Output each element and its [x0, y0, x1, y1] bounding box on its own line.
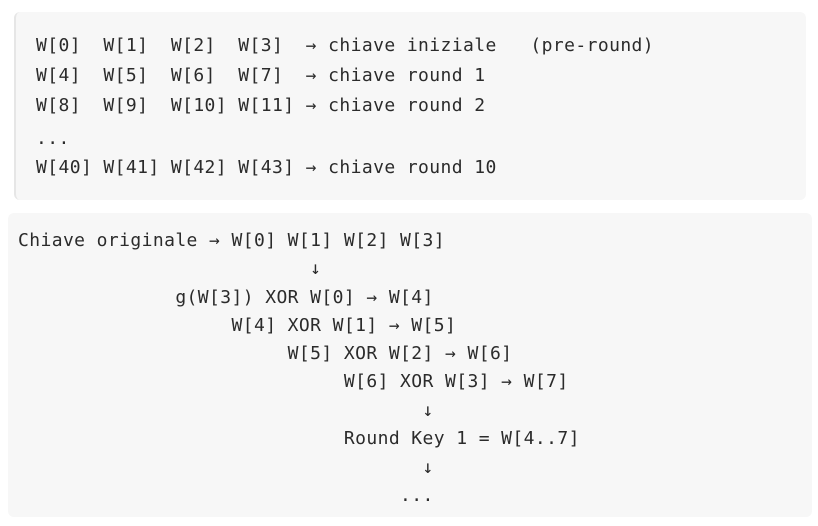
code-line-round-1: W[4] W[5] W[6] W[7] → chiave round 1	[36, 65, 486, 86]
flow-line-w5: W[4] XOR W[1] → W[5]	[18, 315, 457, 336]
key-expansion-code-block: Chiave originale → W[0] W[1] W[2] W[3] ↓…	[8, 213, 812, 517]
flow-line-original-key: Chiave originale → W[0] W[1] W[2] W[3]	[18, 230, 446, 251]
key-schedule-code-block: W[0] W[1] W[2] W[3] → chiave iniziale (p…	[14, 12, 806, 200]
flow-line-w4: g(W[3]) XOR W[0] → W[4]	[18, 287, 434, 308]
code-line-round-10: W[40] W[41] W[42] W[43] → chiave round 1…	[36, 157, 497, 178]
flow-line-ellipsis: ...	[18, 485, 434, 506]
flow-arrow-down-3: ↓	[18, 457, 434, 478]
flow-line-round-key-1: Round Key 1 = W[4..7]	[18, 428, 580, 449]
code-line-ellipsis: ...	[36, 128, 70, 149]
flow-line-w7: W[6] XOR W[3] → W[7]	[18, 371, 569, 392]
code-line-round-0: W[0] W[1] W[2] W[3] → chiave iniziale (p…	[36, 35, 655, 56]
code-line-round-2: W[8] W[9] W[10] W[11] → chiave round 2	[36, 95, 486, 116]
flow-line-w6: W[5] XOR W[2] → W[6]	[18, 343, 513, 364]
flow-arrow-down-1: ↓	[18, 258, 322, 279]
flow-arrow-down-2: ↓	[18, 400, 434, 421]
